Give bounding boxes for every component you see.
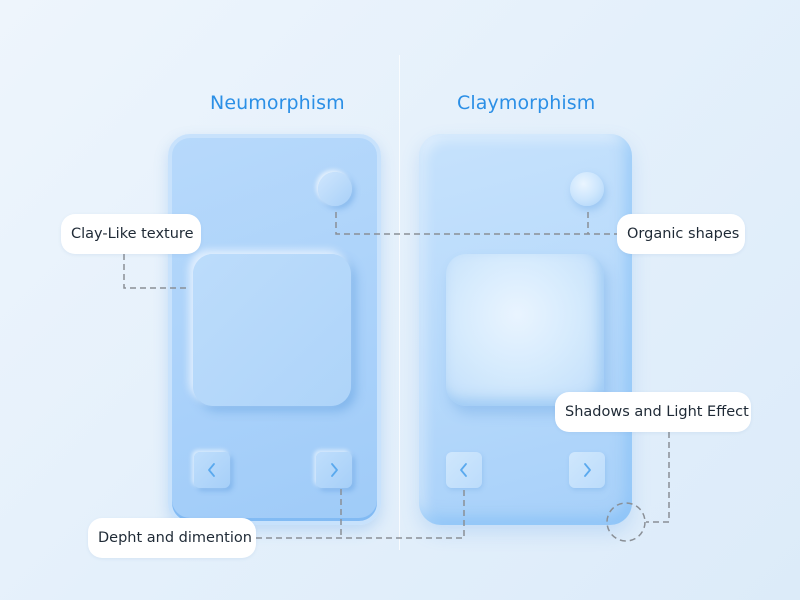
- claymorphism-next-button[interactable]: [569, 452, 605, 488]
- center-divider: [399, 55, 400, 550]
- chevron-left-icon: [208, 463, 215, 477]
- depth-dimension-label: Depht and dimention: [88, 518, 256, 558]
- neumorphism-panel: [193, 254, 351, 406]
- connector-shadows: [646, 432, 670, 523]
- organic-shapes-label: Organic shapes: [617, 214, 745, 254]
- claymorphism-panel: [446, 254, 604, 406]
- chevron-left-icon: [460, 463, 467, 477]
- neumorphism-heading: Neumorphism: [210, 92, 345, 114]
- shadows-light-label: Shadows and Light Effect: [555, 392, 751, 432]
- claymorphism-prev-button[interactable]: [446, 452, 482, 488]
- neumorphism-prev-button[interactable]: [194, 452, 230, 488]
- claymorphism-heading: Claymorphism: [457, 92, 596, 114]
- clay-texture-label: Clay-Like texture: [61, 214, 201, 254]
- neumorphism-knob[interactable]: [318, 172, 352, 206]
- neumorphism-next-button[interactable]: [316, 452, 352, 488]
- chevron-right-icon: [584, 463, 591, 477]
- claymorphism-knob[interactable]: [570, 172, 604, 206]
- chevron-right-icon: [331, 463, 338, 477]
